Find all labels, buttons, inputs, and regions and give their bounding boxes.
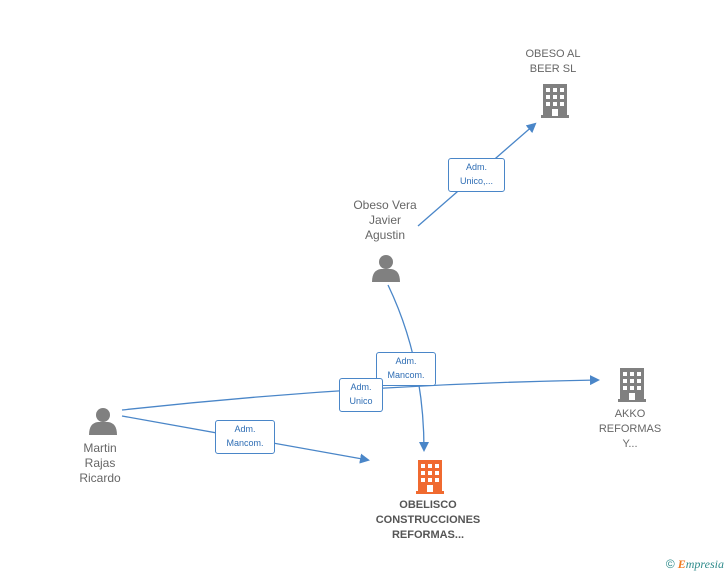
label-line: Y... <box>622 438 638 450</box>
edge-label-line: Mancom. <box>226 438 264 448</box>
label-line: Javier <box>368 213 401 227</box>
label-line: Martin <box>83 441 117 455</box>
edge-label-line: Unico <box>349 396 373 406</box>
person-icon[interactable] <box>372 255 400 282</box>
label-line: BEER SL <box>529 63 577 75</box>
label-line: Obeso Vera <box>353 198 417 212</box>
edge-label-line: Mancom. <box>387 370 425 380</box>
label-line: OBESO AL <box>525 48 581 60</box>
label-line: REFORMAS <box>598 423 662 435</box>
company-label-obeso-al-beer[interactable]: OBESO AL BEER SL <box>503 47 603 77</box>
label-line: Rajas <box>84 456 116 470</box>
edge-label-martin-to-obelisco[interactable]: Adm. Mancom. <box>215 420 275 454</box>
brand-name: mpresia <box>685 557 724 571</box>
company-label-obelisco[interactable]: OBELISCO CONSTRUCCIONES REFORMAS... <box>353 498 503 543</box>
label-line: Ricardo <box>79 471 121 485</box>
building-icon[interactable] <box>541 84 569 118</box>
edge-label-line: Adm. <box>350 382 372 392</box>
person-label-martin-rajas[interactable]: Martin Rajas Ricardo <box>55 441 145 486</box>
brand-initial: E <box>677 557 686 571</box>
person-icon[interactable] <box>89 408 117 435</box>
edge-label-line: Unico,... <box>459 176 493 186</box>
empresia-logo[interactable]: ©Empresia <box>666 557 724 572</box>
label-line: AKKO <box>614 408 646 420</box>
edge-label-line: Adm. <box>465 162 487 172</box>
person-label-obeso-vera[interactable]: Obeso Vera Javier Agustin <box>330 198 440 243</box>
edge-label-vera-to-obelisco[interactable]: Adm. Mancom. <box>376 352 436 386</box>
edge-label-line: Adm. <box>234 424 256 434</box>
edge-label-vera-to-beer[interactable]: Adm. Unico,... <box>448 158 505 192</box>
edge-label-line: Adm. <box>395 356 417 366</box>
label-line: OBELISCO <box>399 499 457 511</box>
company-label-akko[interactable]: AKKO REFORMAS Y... <box>590 407 670 452</box>
edge-label-martin-to-akko[interactable]: Adm. Unico <box>339 378 383 412</box>
label-line: Agustin <box>364 228 406 242</box>
label-line: REFORMAS... <box>391 529 465 541</box>
building-icon[interactable] <box>618 368 646 402</box>
label-line: CONSTRUCCIONES <box>375 514 481 526</box>
building-icon-highlight[interactable] <box>416 460 444 494</box>
copyright-icon: © <box>665 557 675 571</box>
